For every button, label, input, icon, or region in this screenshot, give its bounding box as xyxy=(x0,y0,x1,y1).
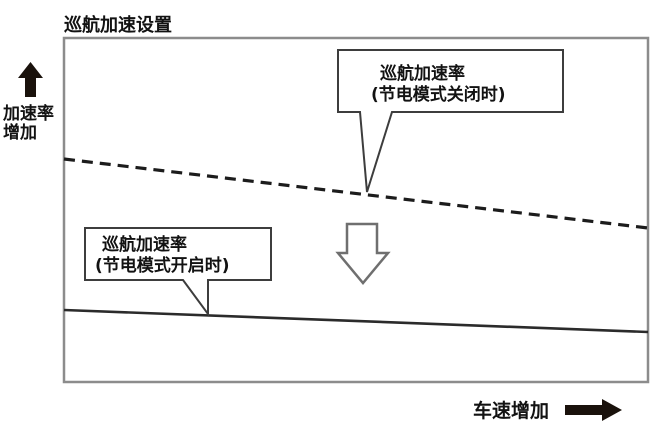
page-title: 巡航加速设置 xyxy=(64,14,172,36)
x-axis-label-group: 车速增加 xyxy=(473,399,622,422)
callout-eco-off-bubble xyxy=(337,49,564,193)
callout-eco-on-line2: (节电模式开启时) xyxy=(95,255,230,276)
x-axis-label: 车速增加 xyxy=(473,399,549,422)
y-axis-label-line1: 加速率 xyxy=(2,103,54,124)
right-arrow-icon xyxy=(565,399,622,421)
y-axis-label-line2: 增加 xyxy=(3,122,37,143)
y-axis-label-group: 加速率 增加 xyxy=(2,62,54,143)
callout-eco-on-bubble xyxy=(84,227,272,318)
callout-eco-on: 巡航加速率 (节电模式开启时) xyxy=(84,227,272,318)
callout-eco-off-line1: 巡航加速率 xyxy=(380,63,465,84)
dashed-line-eco-off xyxy=(63,157,649,230)
callout-eco-off-line2: (节电模式关闭时) xyxy=(371,84,506,105)
solid-line-eco-on xyxy=(63,308,649,334)
callout-eco-off: 巡航加速率 (节电模式关闭时) xyxy=(337,49,564,193)
down-block-arrow-icon xyxy=(335,222,391,285)
up-arrow-icon xyxy=(18,62,43,97)
callout-eco-on-line1: 巡航加速率 xyxy=(102,234,187,255)
